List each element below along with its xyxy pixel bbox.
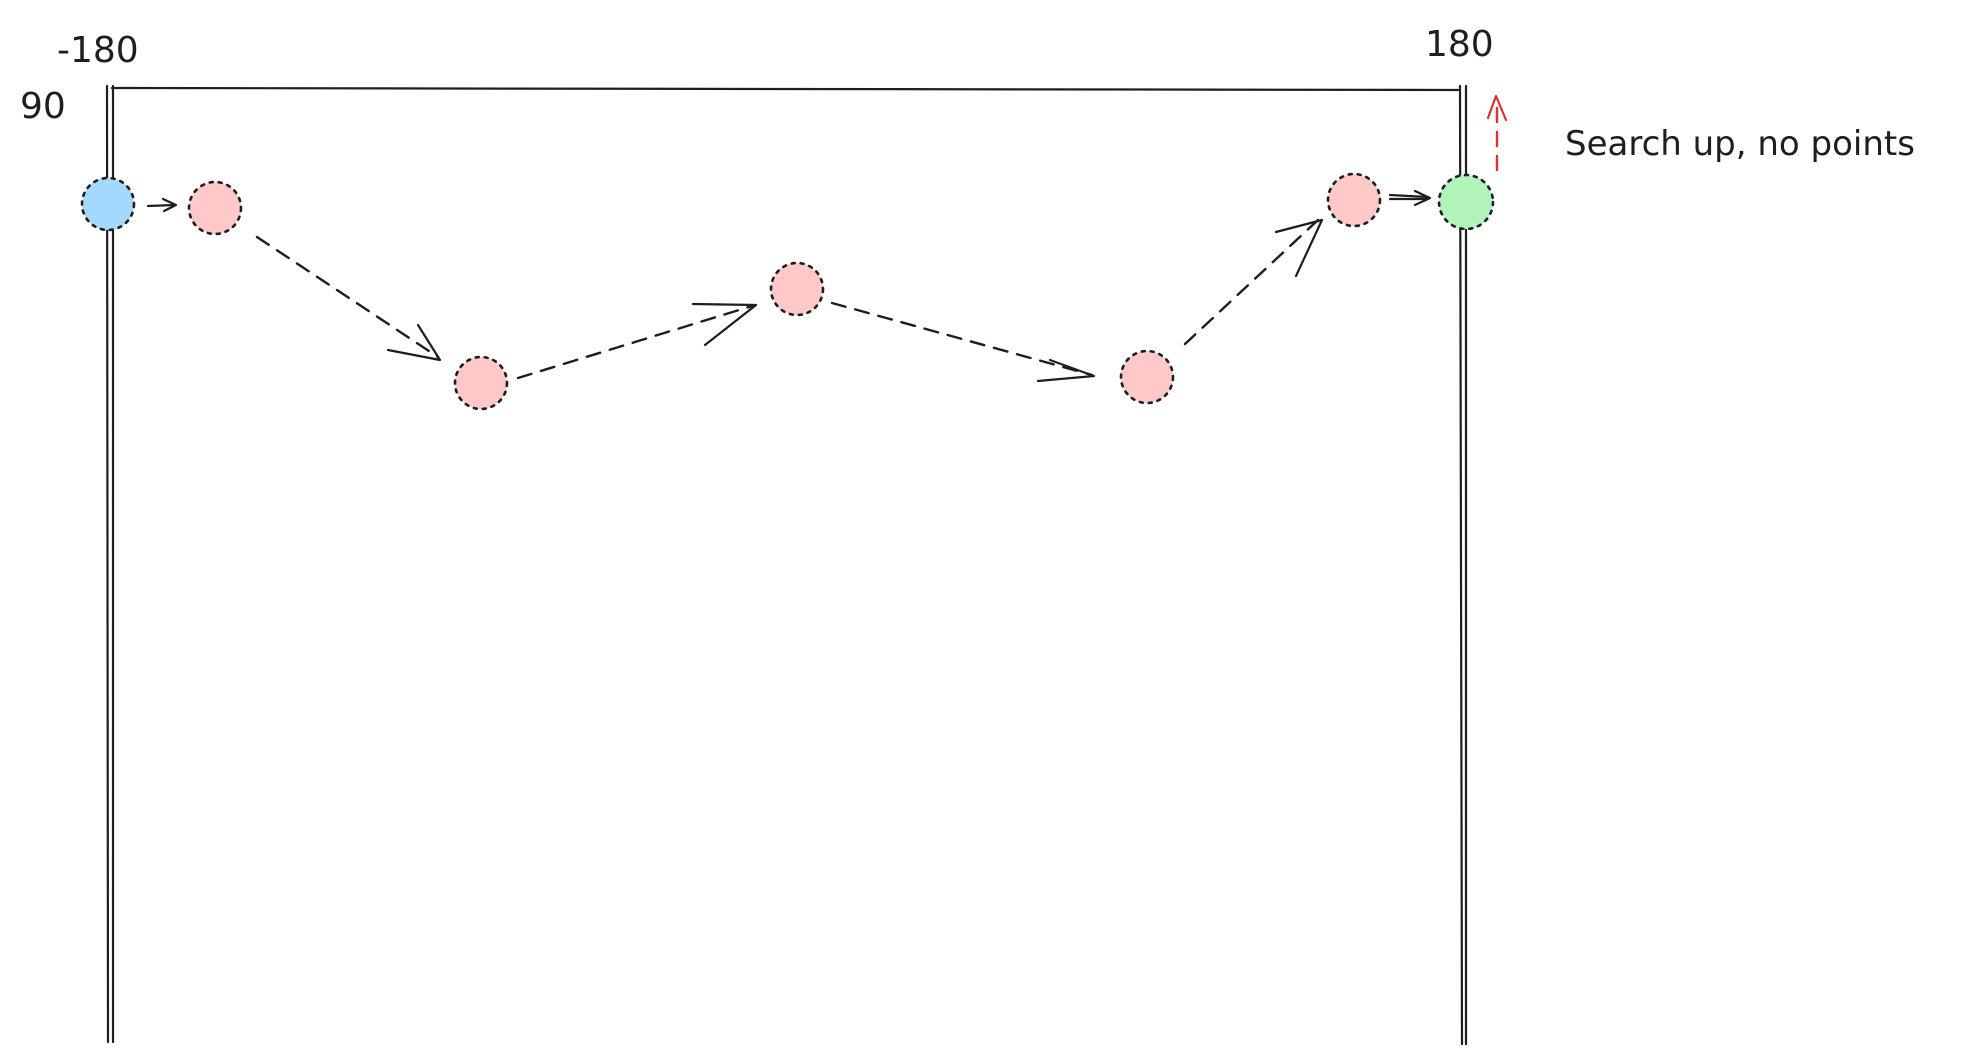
right-boundary-line: [1458, 84, 1464, 1046]
arrow-p4-to-p5: [1183, 218, 1324, 346]
left-boundary-line: [105, 84, 110, 1044]
arrow-p1-to-p2: [255, 235, 442, 362]
path-node-5: [1326, 172, 1382, 228]
path-node-2: [453, 355, 509, 411]
top-boundary-line: [110, 86, 1460, 92]
search-up-arrow: [1486, 94, 1508, 172]
arrow-p2-to-p3: [516, 302, 758, 380]
path-node-3: [769, 261, 825, 317]
start-node: [80, 176, 136, 232]
path-node-4: [1119, 349, 1175, 405]
top-latitude-label: 90: [20, 86, 66, 127]
left-longitude-label: -180: [57, 30, 139, 71]
arrow-p5-to-end: [1388, 189, 1432, 207]
right-longitude-label: 180: [1425, 24, 1494, 65]
search-note: Search up, no points: [1565, 124, 1915, 164]
end-node: [1437, 173, 1495, 231]
path-node-1: [187, 180, 243, 236]
arrow-start-to-p1: [146, 197, 178, 213]
arrow-p3-to-p4: [830, 301, 1096, 383]
